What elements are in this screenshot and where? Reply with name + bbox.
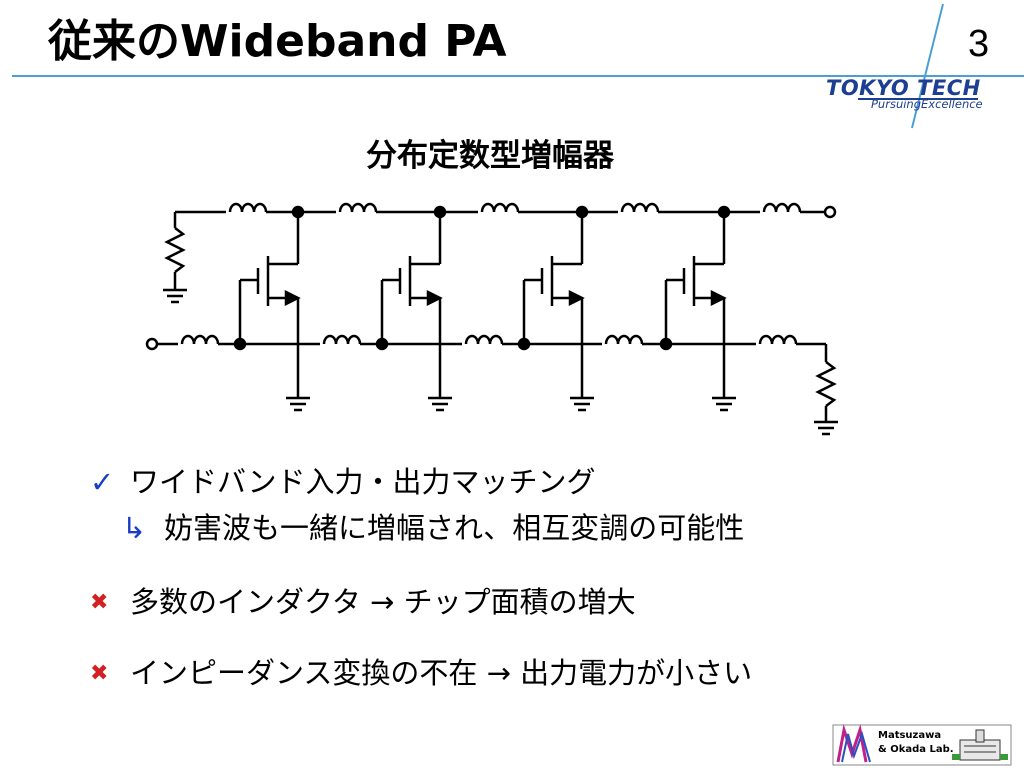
tokyo-tech-tagline: PursuingExcellence: [871, 97, 983, 111]
distributed-amplifier-schematic: [145, 202, 840, 436]
slide-title: 従来のWideband PA: [48, 16, 507, 67]
sub-arrow-icon: ↳: [122, 511, 147, 545]
lab-name-line1: Matsuzawa: [878, 730, 942, 741]
bullet-text: インピーダンス変換の不在 → 出力電力が小さい: [130, 656, 753, 690]
cross-icon: ✖: [90, 590, 109, 615]
page-number: 3: [968, 23, 990, 65]
bullet-text: ワイドバンド入力・出力マッチング: [130, 465, 596, 499]
bullet-inductor-area: ✖ 多数のインダクタ → チップ面積の増大: [90, 582, 636, 623]
bullet-text: 妨害波も一緒に増幅され、相互変調の可能性: [164, 511, 745, 545]
transistor-stage-4: [659, 205, 738, 412]
gate-line: [145, 334, 840, 436]
bullet-wideband-matching: ✓ ワイドバンド入力・出力マッチング: [90, 462, 595, 502]
bullet-output-power: ✖ インピーダンス変換の不在 → 出力電力が小さい: [90, 653, 752, 694]
transistor-stage-2: [375, 205, 454, 412]
lab-logo-icon: [832, 724, 1012, 766]
title-divider: [12, 75, 1024, 77]
tokyo-tech-logo-text: TOKYO TECH: [826, 76, 981, 100]
drain-line: [175, 202, 837, 219]
sub-bullet-interference: ↳ 妨害波も一緒に増幅され、相互変調の可能性: [122, 508, 744, 548]
cross-icon: ✖: [90, 661, 109, 686]
transistor-stage-3: [517, 205, 596, 412]
tokyo-tech-logo-icon: [858, 3, 978, 129]
circuit-title: 分布定数型増幅器: [366, 138, 614, 174]
bullet-text: 多数のインダクタ → チップ面積の増大: [130, 585, 636, 619]
drain-termination-resistor: [161, 212, 189, 304]
transistor-stage-1: [233, 205, 312, 412]
lab-name-line2: & Okada Lab.: [878, 744, 954, 755]
checkmark-icon: ✓: [90, 465, 115, 499]
